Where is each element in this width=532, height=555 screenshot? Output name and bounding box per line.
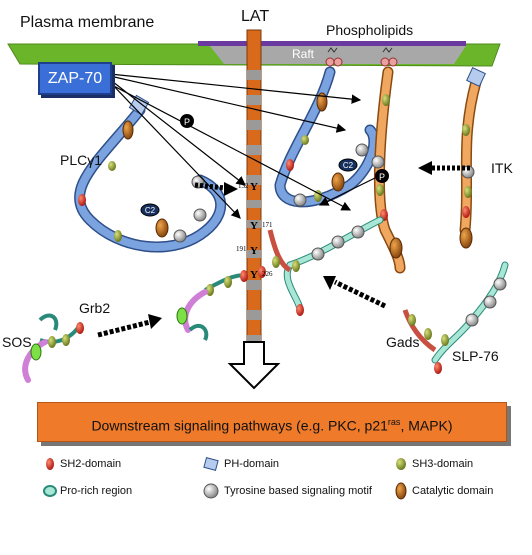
svg-text:Y: Y: [250, 269, 258, 281]
legend-sh2-label: SH2-domain: [60, 458, 122, 470]
sos-label: SOS: [2, 334, 32, 350]
plcg1-label: PLCγ1: [60, 152, 103, 168]
svg-text:191: 191: [236, 245, 247, 253]
tyrosine-y171: Y 171: [250, 220, 273, 232]
legend-catalytic-swatch: [395, 482, 407, 500]
grb2-sos-complex: [22, 313, 84, 383]
lat-label: LAT: [241, 8, 270, 25]
zap70-phosphorylation-arrows: [107, 73, 376, 219]
slp76-label: SLP-76: [452, 348, 499, 364]
tyrosine-y191: 191 Y: [236, 245, 258, 257]
itk-bound-protein: [371, 66, 406, 274]
grb2-bound-protein: [176, 270, 248, 341]
phospholipid-icon: [325, 47, 343, 67]
plasma-membrane-label: Plasma membrane: [20, 14, 155, 31]
phospholipid-strip: [198, 41, 466, 46]
legend-prorich-swatch: [43, 485, 57, 497]
downstream-text: Downstream signaling pathways (e.g. PKC,…: [91, 417, 388, 434]
legend-sh3-label: SH3-domain: [412, 458, 474, 470]
svg-text:Y: Y: [250, 181, 258, 193]
phospho-marker: P: [180, 114, 194, 128]
c2-label: C2: [343, 161, 354, 170]
plcg1-protein: [74, 94, 227, 253]
legend-prorich-label: Pro-rich region: [60, 485, 133, 497]
lat-stalk: [246, 29, 262, 361]
legend-ph-label: PH-domain: [224, 458, 280, 470]
legend-sh3-swatch: [396, 458, 406, 470]
zap70-box: ZAP-70: [38, 62, 112, 95]
phospho-marker: P: [375, 169, 389, 183]
svg-text:Y: Y: [250, 220, 258, 232]
legend-catalytic-label: Catalytic domain: [412, 485, 494, 497]
slp76-gads-complex: [402, 261, 509, 374]
svg-text:226: 226: [262, 270, 273, 278]
itk-protein: [459, 67, 486, 249]
downstream-pathways-box: Downstream signaling pathways (e.g. PKC,…: [37, 402, 507, 442]
legend-sh2-swatch: [46, 458, 54, 470]
tyrosine-y226: Y 226: [250, 269, 273, 281]
gads-label: Gads: [386, 334, 420, 350]
legend-tyr-swatch: [203, 483, 219, 499]
svg-text:171: 171: [262, 221, 273, 229]
slp76-bound-protein: [283, 216, 384, 316]
raft-region: [210, 46, 466, 64]
gads-bound-protein: [258, 229, 292, 278]
svg-text:P: P: [379, 172, 385, 182]
c2-label: C2: [145, 206, 156, 215]
grb2-label: Grb2: [79, 300, 111, 316]
downstream-arrow: [227, 341, 281, 390]
legend-tyr-label: Tyrosine based signaling motif: [224, 485, 372, 497]
phospholipid-icon: [380, 47, 398, 67]
svg-text:132: 132: [238, 182, 249, 190]
recruitment-arrows: [97, 161, 470, 338]
tyrosine-y132: 132 Y: [238, 181, 258, 193]
ras-superscript: ras: [387, 417, 401, 427]
svg-text:P: P: [184, 117, 190, 127]
legend-ph-swatch: [203, 457, 219, 471]
raft-label: Raft: [292, 47, 315, 61]
itk-label: ITK: [491, 160, 513, 176]
svg-text:Y: Y: [250, 245, 258, 257]
downstream-text-suffix: , MAPK): [400, 417, 453, 434]
phospholipids-label: Phospholipids: [326, 22, 414, 38]
